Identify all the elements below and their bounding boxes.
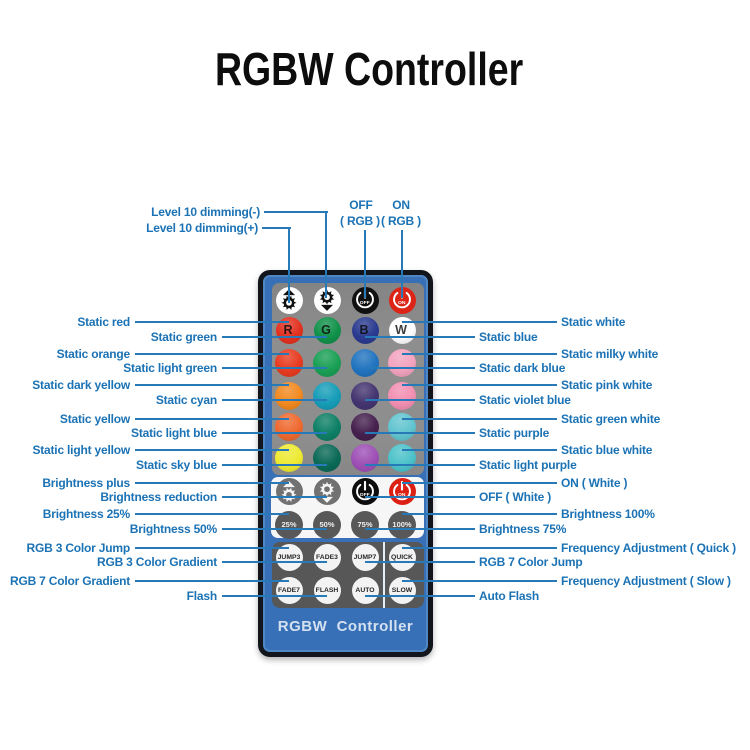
svg-text:ON: ON xyxy=(398,300,406,306)
svg-text:ON: ON xyxy=(398,491,406,497)
svg-text:OFF: OFF xyxy=(360,491,370,497)
svg-text:OFF: OFF xyxy=(360,300,370,306)
